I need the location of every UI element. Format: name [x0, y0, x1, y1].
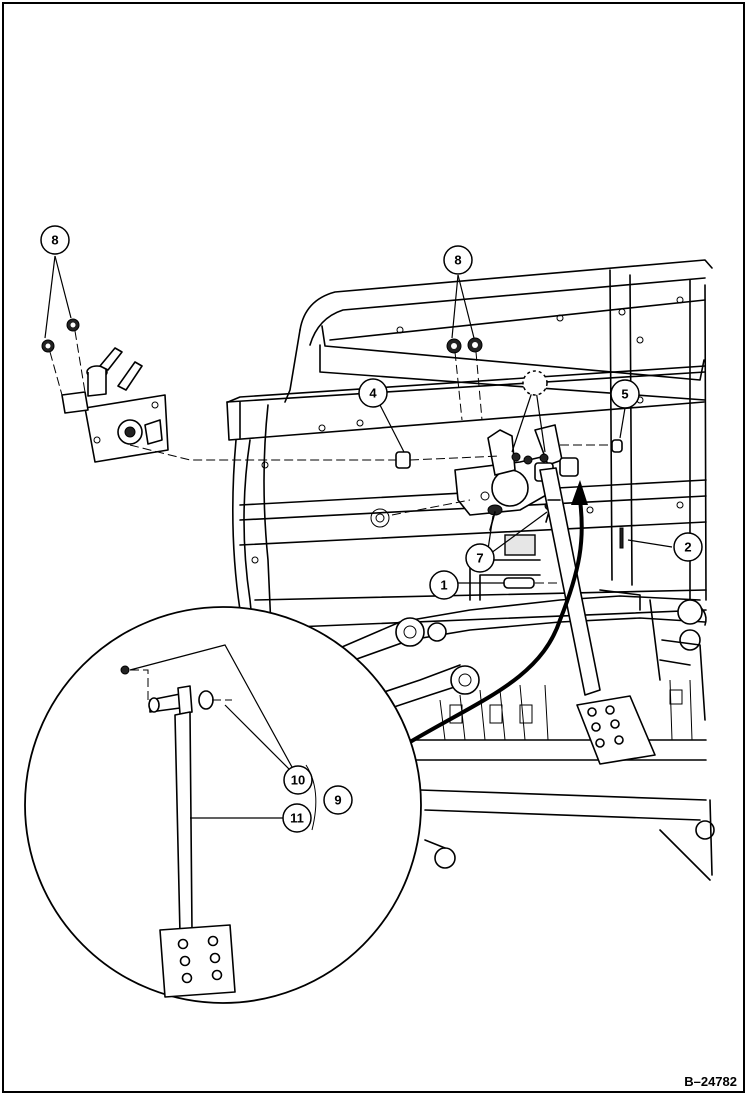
- callout-2: 2: [673, 532, 703, 562]
- detail-view: [24, 606, 422, 1004]
- frame-top-rails: [226, 259, 713, 441]
- pivot-shaft: [395, 439, 624, 589]
- chassis-floor: [409, 679, 715, 881]
- callout-10: 10: [283, 765, 313, 795]
- installed-pedal-arm: [539, 467, 656, 765]
- callout-9: 9: [323, 785, 353, 815]
- callout-1: 1: [429, 570, 459, 600]
- callout-11: 11: [282, 803, 312, 833]
- svg-text:5: 5: [621, 387, 628, 402]
- callout-4: 4: [358, 378, 388, 408]
- svg-text:1: 1: [440, 578, 447, 593]
- svg-text:2: 2: [684, 540, 691, 555]
- lock-nuts-frame: [446, 337, 549, 465]
- frame-holes: [251, 296, 684, 564]
- callout-8-left: 8: [40, 225, 70, 255]
- callout-7: 7: [465, 543, 495, 573]
- pedal-mount-bracket: [454, 424, 579, 516]
- figure-id-label: B–24782: [684, 1074, 737, 1089]
- svg-text:10: 10: [291, 773, 305, 788]
- master-cylinder: [41, 318, 396, 463]
- frame-right-uprights: [609, 269, 707, 611]
- frame-left-upright: [232, 329, 301, 661]
- svg-text:8: 8: [454, 253, 461, 268]
- svg-text:9: 9: [334, 793, 341, 808]
- svg-text:11: 11: [290, 811, 304, 826]
- loader-linkage: [334, 534, 707, 721]
- svg-text:7: 7: [476, 551, 483, 566]
- callout-8-right: 8: [443, 245, 473, 275]
- callout-5: 5: [610, 379, 640, 409]
- svg-text:8: 8: [51, 233, 58, 248]
- detail-arrow: [403, 480, 588, 747]
- svg-text:4: 4: [369, 386, 377, 401]
- callout-unlabeled: [522, 370, 548, 396]
- assembly-dash-lines: [391, 351, 612, 584]
- callout-leaders: [44, 255, 673, 819]
